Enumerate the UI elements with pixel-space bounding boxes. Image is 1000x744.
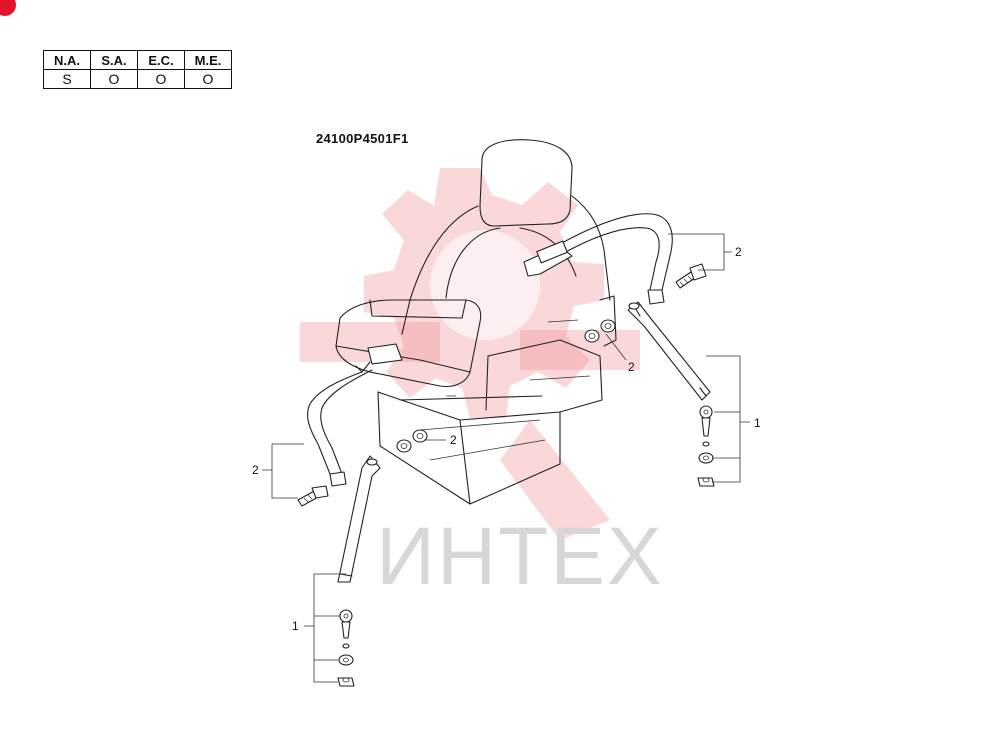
value-me: O	[184, 69, 232, 89]
applicability-value-row: S O O O	[43, 69, 232, 89]
callout-center-nuts: 2	[450, 433, 457, 447]
leader-lines	[262, 233, 750, 683]
callout-left-bolt: 2	[252, 463, 259, 477]
red-gear-logo-icon	[300, 168, 640, 540]
applicability-table: N.A. S.A. E.C. M.E. S O O O	[43, 50, 232, 89]
applicability-header-row: N.A. S.A. E.C. M.E.	[43, 50, 232, 70]
center-nuts	[396, 429, 428, 453]
left-bolt	[297, 485, 329, 507]
right-buckle-stalk	[627, 301, 711, 401]
left-belt-strap	[307, 343, 403, 487]
right-nuts	[584, 319, 616, 343]
right-belt-strap	[523, 213, 673, 305]
watermark-text: ИНТЕХ	[376, 511, 664, 602]
left-fittings	[337, 609, 355, 687]
right-fittings	[697, 405, 715, 487]
value-na: S	[43, 69, 91, 89]
corner-red-mark	[0, 0, 16, 16]
header-sa: S.A.	[90, 50, 138, 70]
value-sa: O	[90, 69, 138, 89]
callout-right-fittings: 1	[754, 416, 761, 430]
callout-left-fittings: 1	[292, 619, 299, 633]
upper-right-bolt	[675, 263, 707, 289]
callout-upper-right-nuts: 2	[628, 360, 635, 374]
left-buckle-stalk	[337, 455, 381, 583]
callout-upper-right-bolt: 2	[735, 245, 742, 259]
drawing-code: 24100P4501F1	[316, 131, 409, 146]
